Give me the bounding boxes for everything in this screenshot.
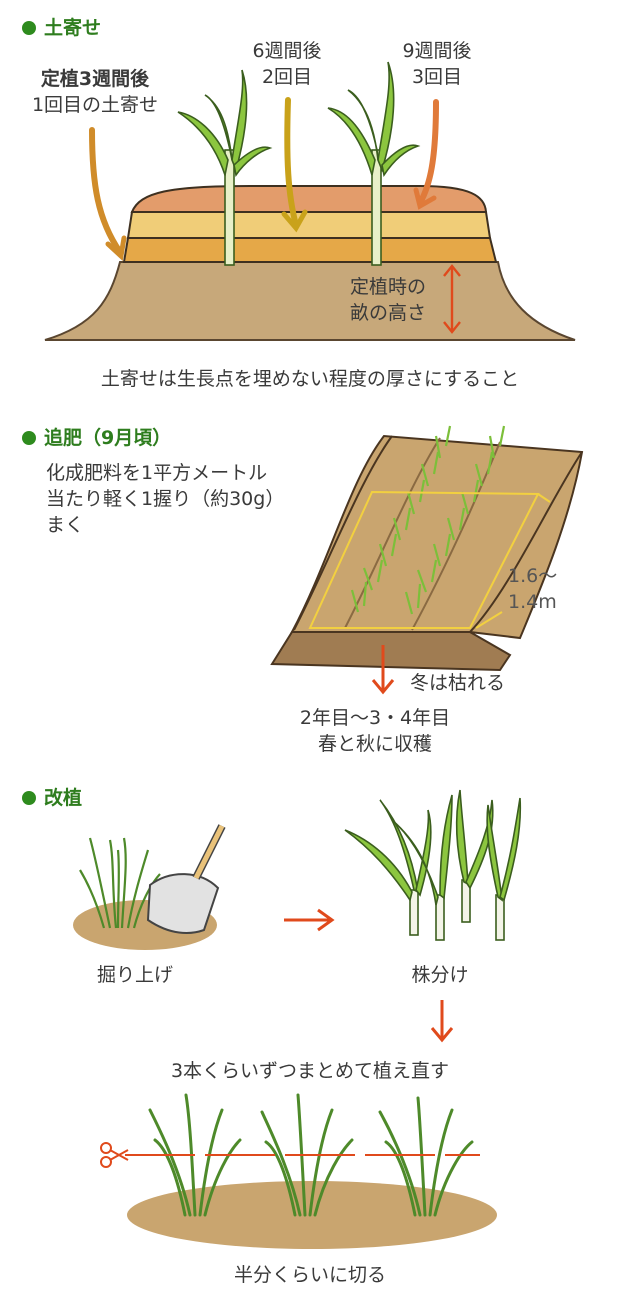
section-heading-earthing-up: 土寄せ <box>22 16 101 40</box>
bed-width-label: 1.6～ 1.4m <box>508 565 558 613</box>
spade <box>146 873 220 934</box>
bed-diagram <box>270 425 584 695</box>
dig-up-diagram <box>73 824 226 950</box>
label-winter: 冬は枯れる <box>410 672 506 694</box>
divided-plants <box>344 789 522 941</box>
bullet-icon <box>22 791 36 805</box>
soil-layer-1 <box>122 237 498 263</box>
bed-side <box>270 631 512 672</box>
mound-base <box>44 261 576 341</box>
label-divide: 株分け <box>411 964 469 986</box>
mound-diagram <box>44 61 576 341</box>
leek-plant-2 <box>327 61 421 266</box>
arrow-third-earthing <box>417 99 439 206</box>
label-first-earthing: 定植3週間後 1回目の土寄せ <box>31 68 159 116</box>
scissors-icon <box>100 1142 129 1168</box>
arrow-first-earthing <box>89 127 123 255</box>
soil-layer-2 <box>126 211 492 239</box>
seedling-row-2 <box>404 425 506 615</box>
section-heading-topdressing: 追肥（9月頃） <box>22 426 171 450</box>
label-replant: 3本くらいずつまとめて植え直す <box>170 1060 450 1082</box>
caption-earthing-up: 土寄せは生長点を埋めない程度の厚さにすること <box>100 368 520 390</box>
replanted-bed <box>100 1093 497 1249</box>
label-dig-up: 掘り上げ <box>96 964 173 986</box>
label-third-earthing: 9週間後 3回目 <box>402 40 472 88</box>
bullet-icon <box>22 21 36 35</box>
section-heading-replanting: 改植 <box>22 786 82 810</box>
label-second-earthing: 6週間後 2回目 <box>252 40 322 88</box>
height-indicator <box>443 264 461 334</box>
label-initial-height: 定植時の 畝の高さ <box>350 276 427 324</box>
arrow-second-earthing <box>284 97 299 228</box>
label-harvest: 2年目～3・4年目 春と秋に収穫 <box>299 707 451 755</box>
bullet-icon <box>22 431 36 445</box>
topdressing-description: 化成肥料を1平方メートル 当たり軽く1握り（約30g） まく <box>46 462 285 536</box>
soil-layer-3 <box>130 185 488 213</box>
seedling-row-1 <box>350 425 452 613</box>
label-cut-half: 半分くらいに切る <box>233 1264 386 1286</box>
leek-plant-1 <box>177 69 273 266</box>
